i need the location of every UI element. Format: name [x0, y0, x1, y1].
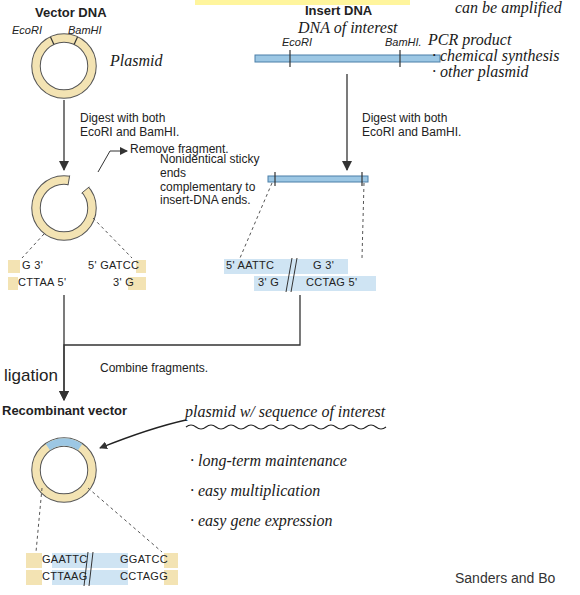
sequence-text: G 3': [313, 259, 334, 272]
node-heading: Recombinant vector: [2, 404, 127, 419]
handwritten-note: plasmid w/ sequence of interest: [185, 403, 385, 421]
leader-arrow: [98, 151, 127, 172]
plasmid-node: Vector DNA EcoRI BamHI: [4, 4, 124, 100]
handwritten-note: · easy gene expression: [190, 512, 332, 530]
insert-node: Insert DNA EcoRI BamHI.: [250, 4, 445, 74]
sequence-text: GGATCC: [120, 553, 168, 566]
cut-plasmid-ring: [8, 169, 146, 290]
handwritten-note: PCR product: [428, 31, 511, 49]
enzyme-site-label: EcoRI: [12, 24, 42, 37]
sequence-text: 3' G: [258, 276, 279, 289]
handwritten-note: Plasmid: [110, 52, 162, 70]
handwritten-note: · easy multiplication: [190, 482, 320, 500]
handwritten-note: · chemical synthesis: [432, 47, 560, 65]
flow-arrow: [64, 295, 300, 400]
sequence-text: CTTAAG: [42, 570, 88, 583]
node-heading: Vector DNA: [35, 6, 107, 21]
credit-text: Sanders and Bo: [455, 570, 555, 586]
sequence-text: G 3': [22, 259, 43, 272]
annotation: ligation: [4, 366, 58, 386]
highlight: [195, 0, 410, 5]
enzyme-site-label: EcoRI: [282, 36, 312, 49]
wavy-underline: [186, 425, 386, 429]
handwritten-note: can be amplified: [455, 0, 562, 17]
annotation: Nonidentical sticky ends complementary t…: [160, 153, 260, 208]
step-label: Digest with both EcoRI and BamHI.: [80, 112, 180, 140]
flow-arrow: [63, 100, 64, 170]
handwritten-note: · other plasmid: [432, 63, 528, 81]
plasmid-ring: [36, 37, 92, 94]
sequence-text: CTTAA 5': [18, 276, 66, 289]
insert-bar: [255, 50, 440, 67]
step-label: Digest with both EcoRI and BamHI.: [362, 112, 462, 140]
cut-vector-node: G 3' CTTAA 5' 5' GATCC 3' G: [4, 170, 144, 295]
callout-arrow: [100, 420, 186, 448]
sequence-text: 5' AATTC: [226, 259, 274, 272]
sequence-text: CCTAGG: [120, 570, 168, 583]
recombinant-ring: [26, 442, 178, 586]
recombinant-node: Recombinant vectorGAATTC GGATCC CTTAAG CCTA…: [0, 400, 180, 590]
node-heading: Insert DNA: [305, 4, 372, 19]
enzyme-site-label: BamHI: [68, 24, 102, 37]
sequence-text: GAATTC: [42, 553, 88, 566]
sequence-text: CCTAG 5': [306, 276, 357, 289]
step-label: Combine fragments.: [100, 362, 208, 376]
handwritten-note: · long-term maintenance: [190, 452, 347, 470]
flow-arrow: [346, 74, 347, 170]
handwritten-note: DNA of interest: [298, 19, 398, 37]
sequence-text: 3' G: [113, 276, 134, 289]
sequence-text: 5' GATCC: [88, 259, 139, 272]
enzyme-site-label: BamHI.: [385, 36, 422, 49]
